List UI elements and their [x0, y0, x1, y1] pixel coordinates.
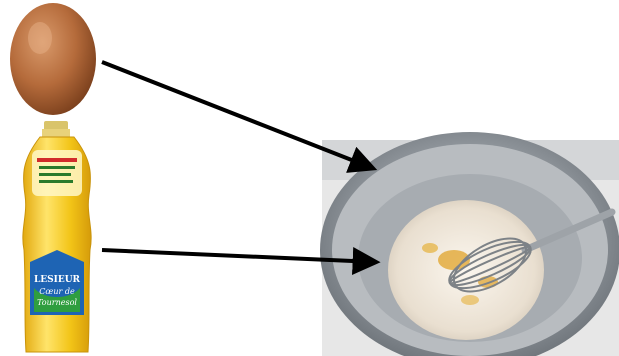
product-text-line1: Cœur de: [39, 287, 75, 296]
upper-label: [32, 150, 82, 196]
egg-image: [10, 3, 96, 115]
brand-label: LESIEUR Cœur de Tournesol: [30, 250, 84, 315]
oil-bottle-image: LESIEUR Cœur de Tournesol: [23, 121, 91, 352]
flour-mixture: [388, 200, 544, 340]
arrow-egg-to-bowl: [102, 62, 372, 168]
product-text-line2: Tournesol: [37, 298, 77, 307]
brand-text: LESIEUR: [34, 275, 81, 285]
